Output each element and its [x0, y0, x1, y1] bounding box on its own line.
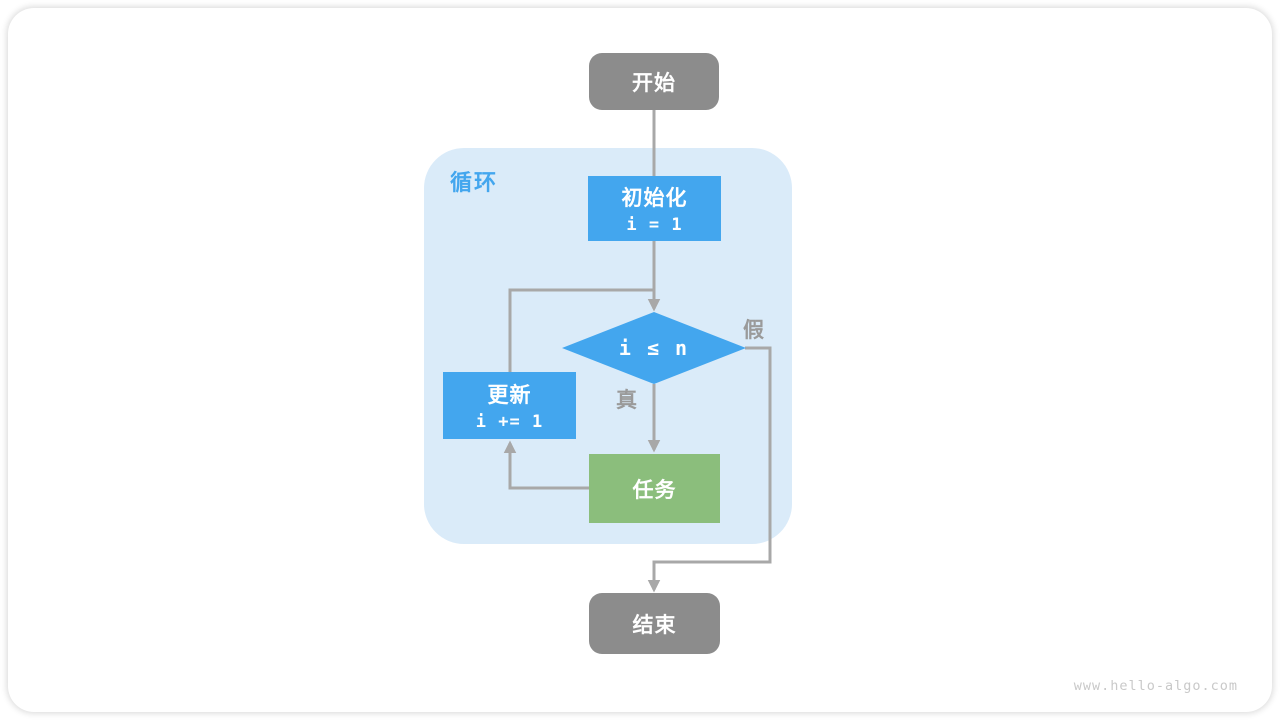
start-node: 开始 — [589, 53, 719, 110]
site-watermark: www.hello-algo.com — [1073, 678, 1238, 694]
true-branch-label: 真 — [616, 389, 637, 412]
update-node: 更新 i += 1 — [443, 372, 576, 439]
task-node: 任务 — [589, 454, 720, 523]
init-node: 初始化 i = 1 — [588, 176, 721, 241]
start-node-label: 开始 — [632, 71, 676, 95]
init-node-title: 初始化 — [621, 187, 688, 210]
end-node: 结束 — [589, 593, 720, 654]
end-node-label: 结束 — [632, 613, 677, 637]
update-node-title: 更新 — [487, 384, 532, 407]
update-node-code: i += 1 — [475, 412, 544, 432]
condition-code: i ≤ n — [618, 336, 690, 360]
task-node-label: 任务 — [632, 478, 677, 502]
false-branch-label: 假 — [743, 319, 764, 342]
loop-region-label: 循环 — [450, 170, 499, 195]
init-node-code: i = 1 — [626, 215, 683, 235]
